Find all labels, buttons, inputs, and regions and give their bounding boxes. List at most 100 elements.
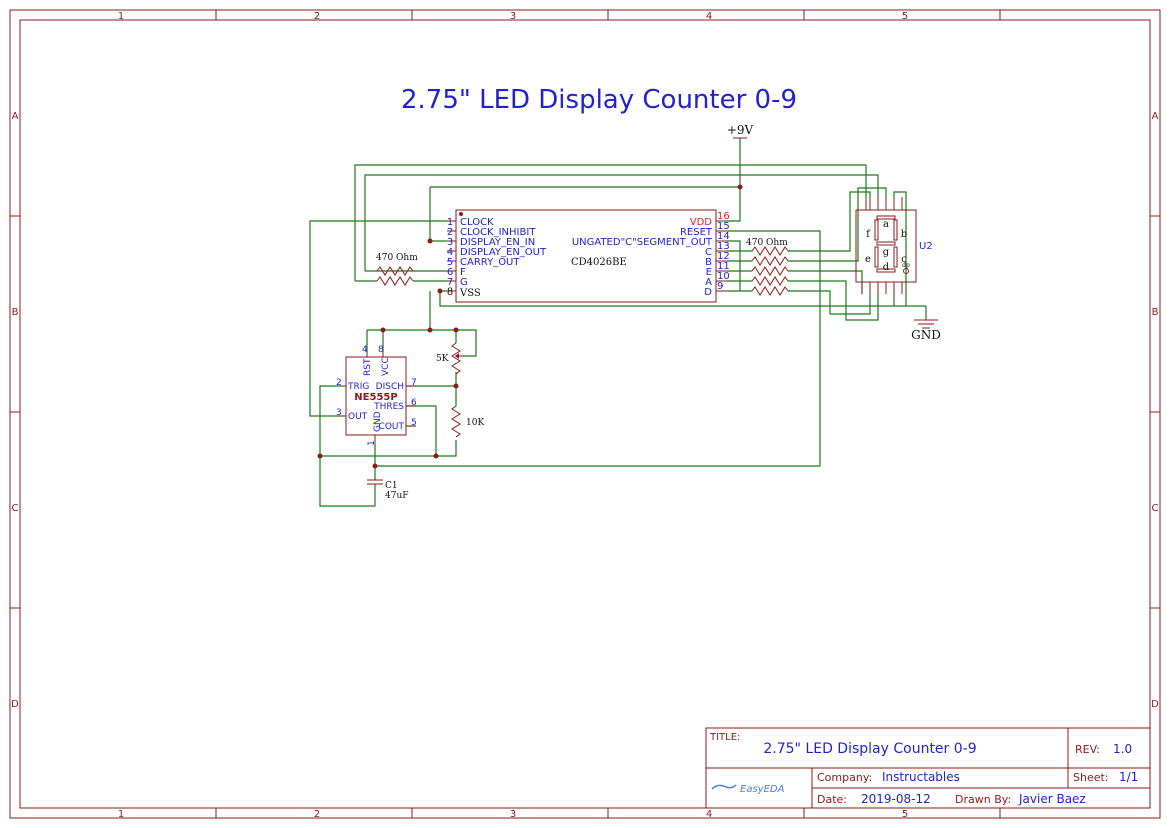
counter-ic: 1 2 3 4 5 6 7 8 CLOCK CLOCK_INHIBIT DISP…	[447, 209, 730, 303]
capacitor-c1: C1 47uF	[367, 479, 409, 501]
pin-num-8: 8	[447, 287, 453, 298]
col-label-3: 3	[510, 11, 516, 22]
wires	[309, 164, 926, 507]
row-label-d: D	[11, 699, 19, 710]
capacitor-value: 47uF	[385, 491, 409, 501]
company-value: Instructables	[882, 770, 960, 784]
col-label-1: 1	[118, 11, 124, 22]
timer-pin-num-3: 3	[336, 408, 342, 418]
col-label-2: 2	[314, 11, 320, 22]
row-label-c: C	[12, 503, 19, 514]
pin-num-7: 7	[447, 277, 453, 288]
timer-pin-num-7: 7	[411, 378, 417, 388]
pin-name-e: E	[706, 267, 712, 278]
timer-pin-trig: TRIG	[347, 382, 369, 392]
pin-num-14: 14	[717, 231, 730, 242]
sheet-value: 1/1	[1119, 770, 1138, 784]
segment-d-label: d	[883, 262, 890, 273]
schematic-title: 2.75" LED Display Counter 0-9	[401, 85, 797, 115]
sheet-frame: 1 2 3 4 5 1 2 3 4 5 A B C D A B C D	[9, 9, 1161, 820]
pin-num-16: 16	[717, 211, 730, 222]
pin-name-b: B	[705, 257, 712, 268]
timer-pin-gnd: GND	[373, 411, 383, 432]
drawn-label: Drawn By:	[955, 793, 1011, 806]
pin-name-display-en-in: DISPLAY_EN_IN	[460, 237, 535, 248]
pin-num-15: 15	[717, 221, 730, 232]
pot-value: 5K	[436, 354, 449, 364]
pin-num-6: 6	[447, 267, 453, 278]
pin-num-12: 12	[717, 251, 730, 262]
pin-name-clock: CLOCK	[460, 217, 494, 228]
timer-pin-rst: RST	[363, 358, 373, 376]
easyeda-logo-icon: EasyEDA	[711, 784, 785, 795]
title-label: TITLE:	[709, 732, 740, 743]
segment-a-label: a	[883, 219, 889, 230]
title-value: 2.75" LED Display Counter 0-9	[763, 741, 976, 757]
title-block: TITLE: 2.75" LED Display Counter 0-9 REV…	[705, 727, 1151, 809]
sheet-label: Sheet:	[1073, 771, 1109, 784]
row-label-d-right: D	[1151, 699, 1159, 710]
pin-num-10: 10	[717, 271, 730, 282]
col-label-1-bottom: 1	[118, 809, 124, 820]
gnd-symbol: GND	[911, 306, 941, 342]
pin-num-5: 5	[447, 257, 453, 268]
timer-pin-num-2: 2	[336, 378, 342, 388]
pin-num-2: 2	[447, 227, 453, 238]
row-label-c-right: C	[1152, 503, 1159, 514]
company-label: Company:	[817, 771, 872, 784]
pin-num-4: 4	[447, 247, 453, 258]
pin-num-11: 11	[717, 261, 730, 272]
timer-ic: RST VCC TRIG DISCH OUT THRES GND COUT 4 …	[336, 345, 417, 446]
resistor-left-value: 470 Ohm	[376, 253, 418, 263]
potentiometer-5k: 5K	[436, 342, 463, 375]
resistor-left: 470 Ohm	[376, 253, 418, 286]
timer-pin-num-6: 6	[411, 398, 417, 408]
pin-name-clock-inhibit: CLOCK_INHIBIT	[460, 227, 536, 238]
pin-name-ungated-c: UNGATED"C"SEGMENT_OUT	[572, 237, 713, 248]
pin-name-vdd: VDD	[690, 217, 713, 228]
timer-part-number: NE555P	[354, 392, 397, 403]
display-ref: U2	[919, 241, 933, 252]
date-label: Date:	[817, 793, 847, 806]
col-label-5-bottom: 5	[902, 809, 908, 820]
pin-name-vss: VSS	[459, 288, 481, 299]
timer-pin-num-8: 8	[378, 345, 384, 355]
row-label-b: B	[12, 307, 19, 318]
timer-pin-out: OUT	[348, 412, 368, 422]
pin-name-reset: RESET	[680, 227, 713, 238]
gnd-label: GND	[911, 328, 941, 342]
row-label-b-right: B	[1152, 307, 1159, 318]
pin-name-carry-out: CARRY_OUT	[460, 257, 520, 268]
junction-dots	[317, 184, 743, 469]
timer-pin-num-5: 5	[411, 418, 417, 428]
pin-num-13: 13	[717, 241, 730, 252]
col-label-4: 4	[706, 11, 712, 22]
col-label-3-bottom: 3	[510, 809, 516, 820]
pin-name-display-en-out: DISPLAY_EN_OUT	[460, 247, 547, 258]
pin-num-3: 3	[447, 237, 453, 248]
seven-segment-display: a b c d e f g dp U2	[855, 197, 933, 294]
pin-name-a: A	[705, 277, 712, 288]
vcc-label: +9V	[727, 123, 754, 137]
col-label-5: 5	[902, 11, 908, 22]
pin-name-d: D	[704, 287, 712, 298]
col-label-2-bottom: 2	[314, 809, 320, 820]
logo-text: EasyEDA	[740, 784, 785, 795]
timer-pin-cout: COUT	[379, 422, 405, 432]
resistor-right-value: 470 Ohm	[746, 238, 788, 248]
pin-name-c: C	[705, 247, 712, 258]
timer-pin-num-4: 4	[362, 345, 368, 355]
timer-pin-thres: THRES	[373, 402, 404, 412]
pin-num-9: 9	[717, 281, 723, 292]
pin-name-g: G	[460, 277, 468, 288]
row-label-a: A	[12, 111, 19, 122]
timer-pin-disch: DISCH	[376, 382, 404, 392]
row-label-a-right: A	[1152, 111, 1159, 122]
timer-pin-num-1: 1	[367, 440, 377, 446]
segment-g-label: g	[883, 247, 890, 258]
segment-e-label: e	[865, 254, 871, 265]
rev-label: REV:	[1075, 743, 1100, 756]
resistor-right: 470 Ohm	[746, 238, 789, 296]
segment-dp-label: dp	[902, 262, 910, 269]
